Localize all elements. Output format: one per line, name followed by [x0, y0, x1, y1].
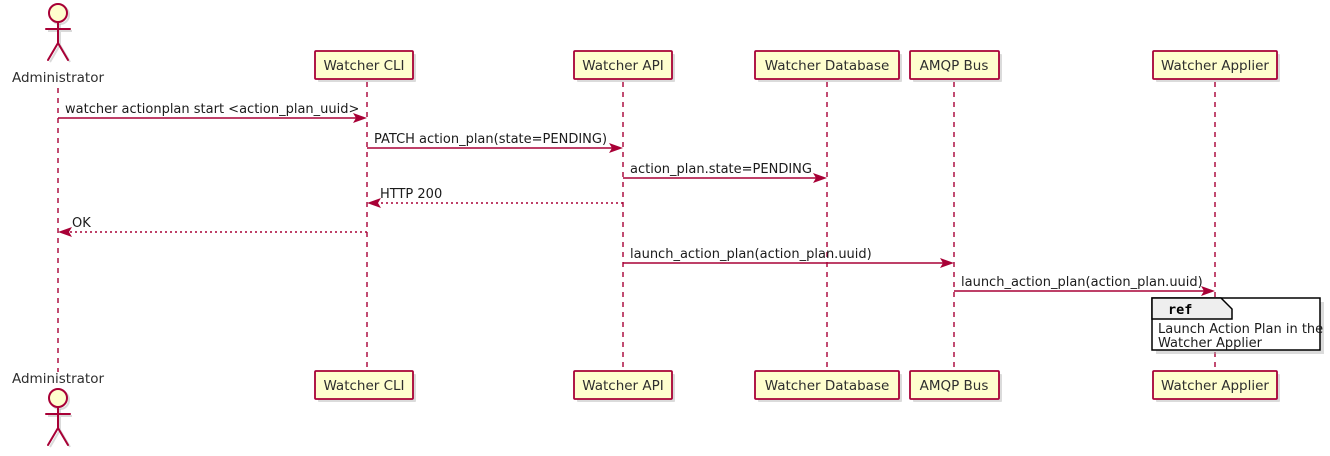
participant-box-watcher-api-top[interactable]: [573, 50, 673, 80]
participant-watcher-database-bottom[interactable]: Watcher Database: [754, 370, 902, 402]
message-6-arrowhead: [1201, 286, 1215, 296]
participant-box-watcher-database-bottom[interactable]: [754, 370, 900, 400]
message-4-arrowhead: [58, 227, 72, 237]
participant-label-watcher-cli-bottom: Watcher CLI: [323, 378, 404, 394]
participant-watcher-api-bottom[interactable]: Watcher API: [573, 370, 675, 402]
participant-box-amqp-bus-bottom[interactable]: [909, 370, 1000, 400]
message-4[interactable]: OK: [58, 216, 367, 237]
actor-head-icon: [48, 3, 68, 23]
message-3-arrowhead: [367, 198, 381, 208]
ref-fragment-line-2: Watcher Applier: [1158, 336, 1263, 351]
actor-leg-left: [47, 42, 59, 61]
message-5-arrowhead: [940, 258, 954, 268]
participant-label-watcher-api-top: Watcher API: [582, 58, 664, 74]
actor-leg-right-bottom: [57, 427, 69, 446]
participant-amqp-bus-bottom[interactable]: AMQP Bus: [909, 370, 1002, 402]
ref-fragment-line-1: Launch Action Plan in the: [1158, 322, 1323, 337]
participant-label-amqp-bus-top: AMQP Bus: [920, 58, 989, 74]
message-1[interactable]: PATCH action_plan(state=PENDING): [367, 132, 623, 153]
message-3[interactable]: HTTP 200: [367, 187, 623, 208]
participant-box-watcher-api-bottom[interactable]: [573, 370, 673, 400]
participant-label-watcher-database-top: Watcher Database: [765, 58, 890, 74]
actor-head-icon-bottom: [48, 388, 68, 408]
actor-administrator-top[interactable]: Administrator: [12, 3, 104, 86]
message-1-arrowhead: [609, 143, 623, 153]
message-2-arrowhead: [813, 173, 827, 183]
actor-label-administrator-top: Administrator: [12, 70, 104, 86]
participant-label-watcher-cli-top: Watcher CLI: [323, 58, 404, 74]
actor-administrator-bottom[interactable]: Administrator: [12, 371, 104, 448]
message-0[interactable]: watcher actionplan start <action_plan_uu…: [58, 102, 367, 123]
message-6-label: launch_action_plan(action_plan.uuid): [961, 275, 1203, 290]
participant-box-watcher-cli-top[interactable]: [314, 50, 414, 80]
actor-leg-left-bottom: [47, 427, 59, 446]
participant-box-watcher-cli-bottom[interactable]: [314, 370, 414, 400]
participant-watcher-database-top[interactable]: Watcher Database: [754, 50, 902, 82]
message-6[interactable]: launch_action_plan(action_plan.uuid): [954, 275, 1215, 296]
message-3-label: HTTP 200: [380, 187, 442, 202]
message-5[interactable]: launch_action_plan(action_plan.uuid): [623, 247, 954, 268]
participant-label-watcher-api-bottom: Watcher API: [582, 378, 664, 394]
message-1-label: PATCH action_plan(state=PENDING): [374, 132, 607, 147]
participant-box-watcher-applier-top[interactable]: [1152, 50, 1278, 80]
actor-leg-right: [57, 42, 69, 61]
participant-watcher-applier-bottom[interactable]: Watcher Applier: [1152, 370, 1280, 402]
message-0-arrowhead: [353, 113, 367, 123]
message-4-label: OK: [72, 216, 91, 231]
participant-watcher-cli-bottom[interactable]: Watcher CLI: [314, 370, 416, 402]
participant-box-watcher-database-top[interactable]: [754, 50, 900, 80]
participant-watcher-cli-top[interactable]: Watcher CLI: [314, 50, 416, 82]
ref-fragment-tab: [1151, 297, 1233, 320]
participant-box-watcher-applier-bottom[interactable]: [1152, 370, 1278, 400]
participant-box-amqp-bus-top[interactable]: [909, 50, 1000, 80]
message-2-label: action_plan.state=PENDING: [630, 162, 812, 177]
participant-label-watcher-applier-bottom: Watcher Applier: [1161, 378, 1269, 394]
participant-amqp-bus-top[interactable]: AMQP Bus: [909, 50, 1002, 82]
message-0-label: watcher actionplan start <action_plan_uu…: [65, 102, 359, 117]
message-5-label: launch_action_plan(action_plan.uuid): [630, 247, 872, 262]
participant-label-amqp-bus-bottom: AMQP Bus: [920, 378, 989, 394]
actor-label-administrator-bottom: Administrator: [12, 371, 104, 387]
ref-fragment-tab-label: ref: [1168, 302, 1192, 318]
participant-watcher-api-top[interactable]: Watcher API: [573, 50, 675, 82]
participant-watcher-applier-top[interactable]: Watcher Applier: [1152, 50, 1280, 82]
participant-label-watcher-database-bottom: Watcher Database: [765, 378, 890, 394]
ref-fragment[interactable]: ref Launch Action Plan in the Watcher Ap…: [1151, 297, 1324, 354]
lifelines: [57, 82, 1216, 372]
message-2[interactable]: action_plan.state=PENDING: [623, 162, 827, 183]
participant-label-watcher-applier-top: Watcher Applier: [1161, 58, 1269, 74]
